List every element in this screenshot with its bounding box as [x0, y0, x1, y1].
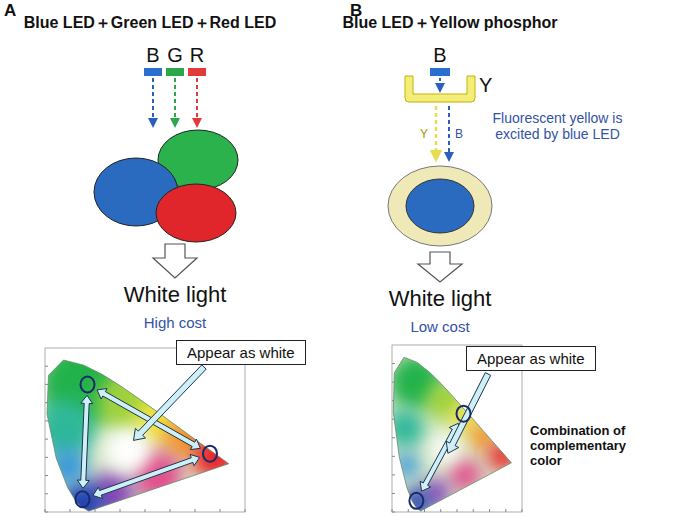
- heading-text: A: [4, 1, 16, 21]
- heading-text: Y: [479, 74, 492, 97]
- rgb-leds: [144, 68, 206, 126]
- hollow-arrow: [418, 252, 462, 282]
- label-text: Combination of complementary color: [530, 424, 660, 469]
- label-text: B: [455, 128, 463, 142]
- white-led-circle: [388, 166, 492, 246]
- heading-text: G: [163, 44, 187, 67]
- heading-text: B: [141, 44, 165, 67]
- heading-text: R: [185, 44, 209, 67]
- heading-text: White light: [340, 286, 540, 311]
- label-text: Fluorescent yellow is excited by blue LE…: [470, 110, 645, 142]
- callout-text: Appear as white: [477, 350, 585, 367]
- chromaticity-chart: [35, 342, 245, 517]
- callout-text: Appear as white: [187, 344, 295, 361]
- label-text: Low cost: [340, 318, 540, 335]
- color-ellipses: [94, 130, 238, 242]
- blue-led-phosphor: [405, 68, 475, 160]
- heading-text: Blue LED＋Yellow phosphor: [335, 14, 565, 32]
- label-text: Y: [420, 128, 428, 142]
- heading-text: Blue LED＋Green LED＋Red LED: [15, 14, 285, 32]
- heading-text: White light: [75, 282, 275, 307]
- callout-box: Appear as white: [176, 340, 306, 365]
- hollow-arrow: [153, 244, 197, 278]
- heading-text: B: [428, 44, 452, 67]
- label-text: High cost: [75, 314, 275, 331]
- callout-box: Appear as white: [466, 346, 596, 371]
- chart-arrows: [76, 365, 491, 509]
